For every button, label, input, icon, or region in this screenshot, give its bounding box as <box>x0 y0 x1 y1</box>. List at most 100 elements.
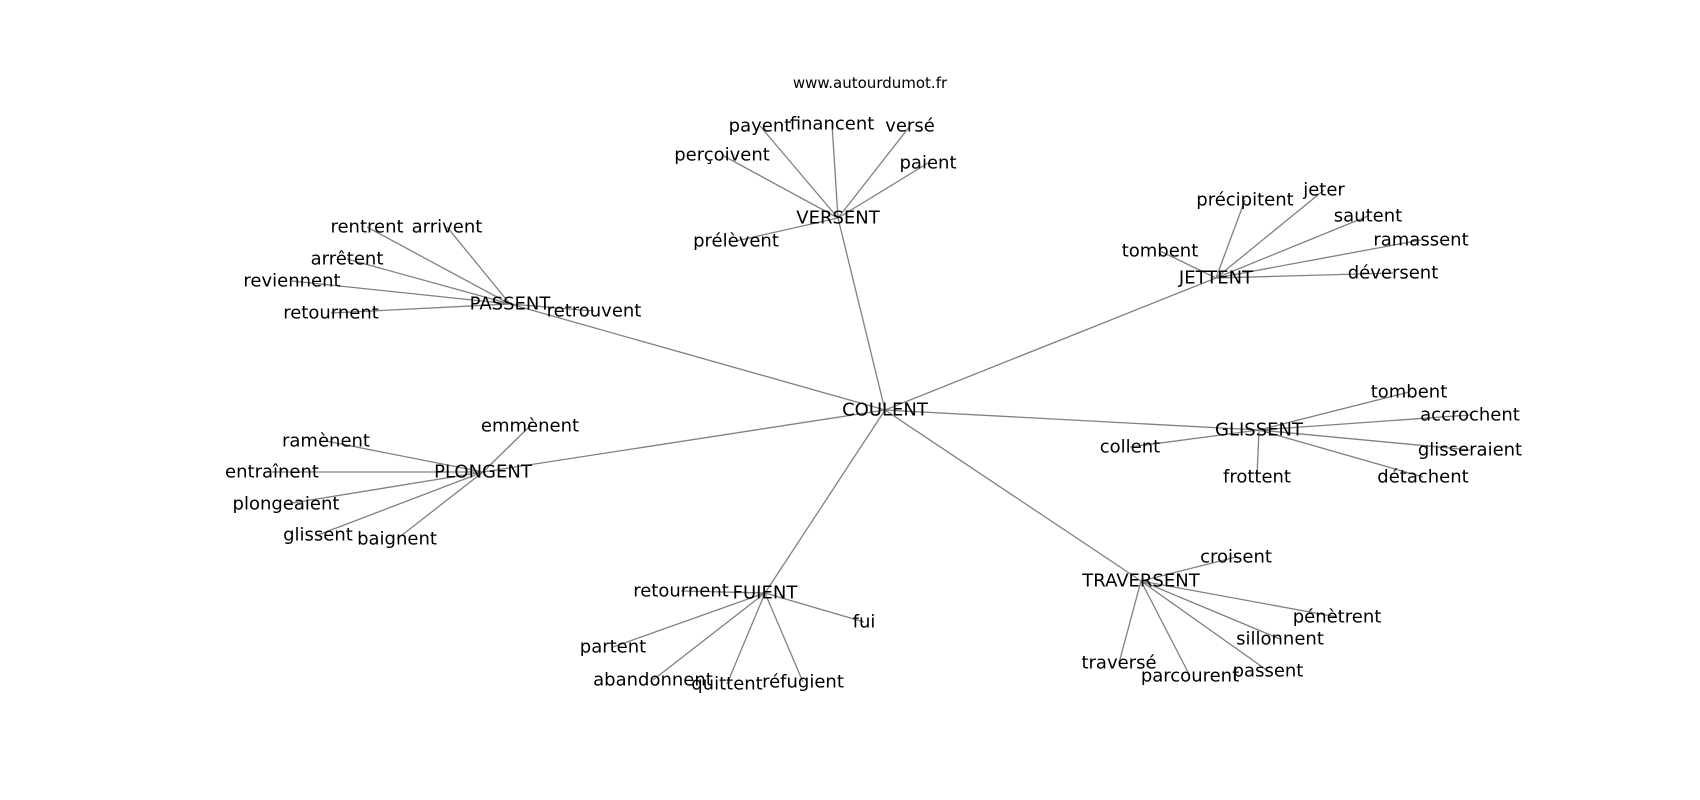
graph-edges <box>272 123 1471 685</box>
edge-hub-to-word <box>837 162 929 219</box>
edge-hub-to-word <box>482 425 531 473</box>
hub-node-label: TRAVERSENT <box>1081 571 1200 592</box>
word-node-label: ramassent <box>1373 230 1468 251</box>
edge-hub-to-word <box>652 592 766 681</box>
edge-center-to-hub <box>509 303 886 411</box>
edge-hub-to-word <box>1140 580 1281 640</box>
word-node-label: glisseraient <box>1418 440 1522 461</box>
edge-center-to-hub <box>837 217 886 411</box>
word-node-label: croisent <box>1200 547 1272 568</box>
word-node-label: payent <box>729 116 792 137</box>
edge-center-to-hub <box>884 409 1260 431</box>
word-node-label: baignent <box>357 529 437 550</box>
edge-hub-to-word <box>735 217 839 242</box>
edge-hub-to-word <box>291 280 511 305</box>
word-node-label: traversé <box>1081 653 1156 674</box>
word-node-label: financent <box>790 114 875 135</box>
edge-hub-to-word <box>1258 429 1424 478</box>
edge-hub-to-word <box>1258 414 1471 431</box>
word-node-label: quittent <box>691 674 763 695</box>
hub-node-label: PLONGENT <box>434 462 533 483</box>
word-node-label: retournent <box>283 303 379 324</box>
hub-node-label: GLISSENT <box>1215 420 1304 441</box>
word-node-label: fui <box>853 612 876 633</box>
edge-hub-to-word <box>764 592 804 683</box>
word-node-label: pénètrent <box>1293 607 1382 628</box>
edge-hub-to-word <box>1140 580 1269 672</box>
edge-hub-to-word <box>1258 429 1471 451</box>
edge-center-to-hub <box>764 409 886 594</box>
word-node-label: sautent <box>1334 206 1402 227</box>
word-node-label: emmènent <box>481 416 579 437</box>
edge-hub-to-word <box>396 471 484 540</box>
edge-hub-to-word <box>726 592 766 685</box>
edge-hub-to-word <box>680 590 766 594</box>
word-node-label: perçoivent <box>674 145 770 166</box>
edge-hub-to-word <box>1258 391 1410 431</box>
word-node-label: jeter <box>1302 180 1345 201</box>
edge-hub-to-word <box>1159 250 1217 279</box>
edge-hub-to-word <box>759 125 839 219</box>
edge-hub-to-word <box>612 592 766 648</box>
edge-hub-to-word <box>330 303 511 314</box>
word-node-label: entraînent <box>225 462 319 483</box>
edge-hub-to-word <box>831 123 839 219</box>
word-node-label: parcourent <box>1141 666 1239 687</box>
word-node-label: frottent <box>1223 467 1291 488</box>
word-node-label: plongeaient <box>233 494 340 515</box>
edge-hub-to-word <box>837 125 911 219</box>
word-node-label: retrouvent <box>547 301 642 322</box>
word-node-label: arrêtent <box>311 249 384 270</box>
word-node-label: sillonnent <box>1236 629 1324 650</box>
edge-hub-to-word <box>1215 199 1246 279</box>
edge-hub-to-word <box>285 471 484 505</box>
word-node-label: réfugient <box>762 672 844 693</box>
edge-hub-to-word <box>366 226 511 305</box>
hub-node-label: VERSENT <box>796 208 880 229</box>
edge-hub-to-word <box>1215 189 1325 279</box>
edge-hub-to-word <box>1140 556 1237 582</box>
edge-hub-to-word <box>1256 429 1260 478</box>
edge-hub-to-word <box>1215 272 1394 279</box>
word-node-label: tombent <box>1371 382 1448 403</box>
edge-hub-to-word <box>1118 580 1142 664</box>
edge-hub-to-word <box>346 258 511 305</box>
word-node-label: collent <box>1100 437 1160 458</box>
word-node-label: précipitent <box>1196 190 1293 211</box>
word-node-label: reviennent <box>243 271 340 292</box>
word-node-label: prélèvent <box>693 231 779 252</box>
word-node-label: accrochent <box>1420 405 1520 426</box>
word-node-label: ramènent <box>282 431 370 452</box>
word-node-label: partent <box>580 637 646 658</box>
hub-node-label: PASSENT <box>470 294 552 315</box>
edge-hub-to-word <box>721 154 839 219</box>
edge-center-to-hub <box>482 409 886 473</box>
edge-hub-to-word <box>1140 580 1338 618</box>
word-node-label: passent <box>1233 661 1304 682</box>
edge-hub-to-word <box>1215 239 1422 279</box>
word-node-label: retournent <box>633 581 729 602</box>
watermark-text: www.autourdumot.fr <box>793 74 948 92</box>
word-node-label: tombent <box>1122 241 1199 262</box>
edge-hub-to-word <box>1140 580 1191 677</box>
center-node-label: COULENT <box>842 400 929 421</box>
hub-node-label: FUIENT <box>733 583 799 604</box>
word-node-label: rentrent <box>330 217 403 238</box>
edge-hub-to-word <box>764 592 865 623</box>
edge-hub-to-word <box>317 471 484 536</box>
edge-hub-to-word <box>325 440 484 473</box>
hub-node-label: JETTENT <box>1178 268 1254 289</box>
word-node-label: paient <box>900 153 957 174</box>
edge-hub-to-word <box>446 226 511 305</box>
word-node-label: arrivent <box>412 217 483 238</box>
edge-hub-to-word <box>1129 429 1260 448</box>
word-node-label: versé <box>885 116 935 137</box>
edge-center-to-hub <box>884 409 1142 582</box>
word-node-label: détachent <box>1377 467 1468 488</box>
word-node-label: abandonnent <box>593 670 713 691</box>
word-node-label: déversent <box>1348 263 1439 284</box>
edge-center-to-hub <box>884 277 1217 411</box>
word-node-label: glissent <box>283 525 353 546</box>
